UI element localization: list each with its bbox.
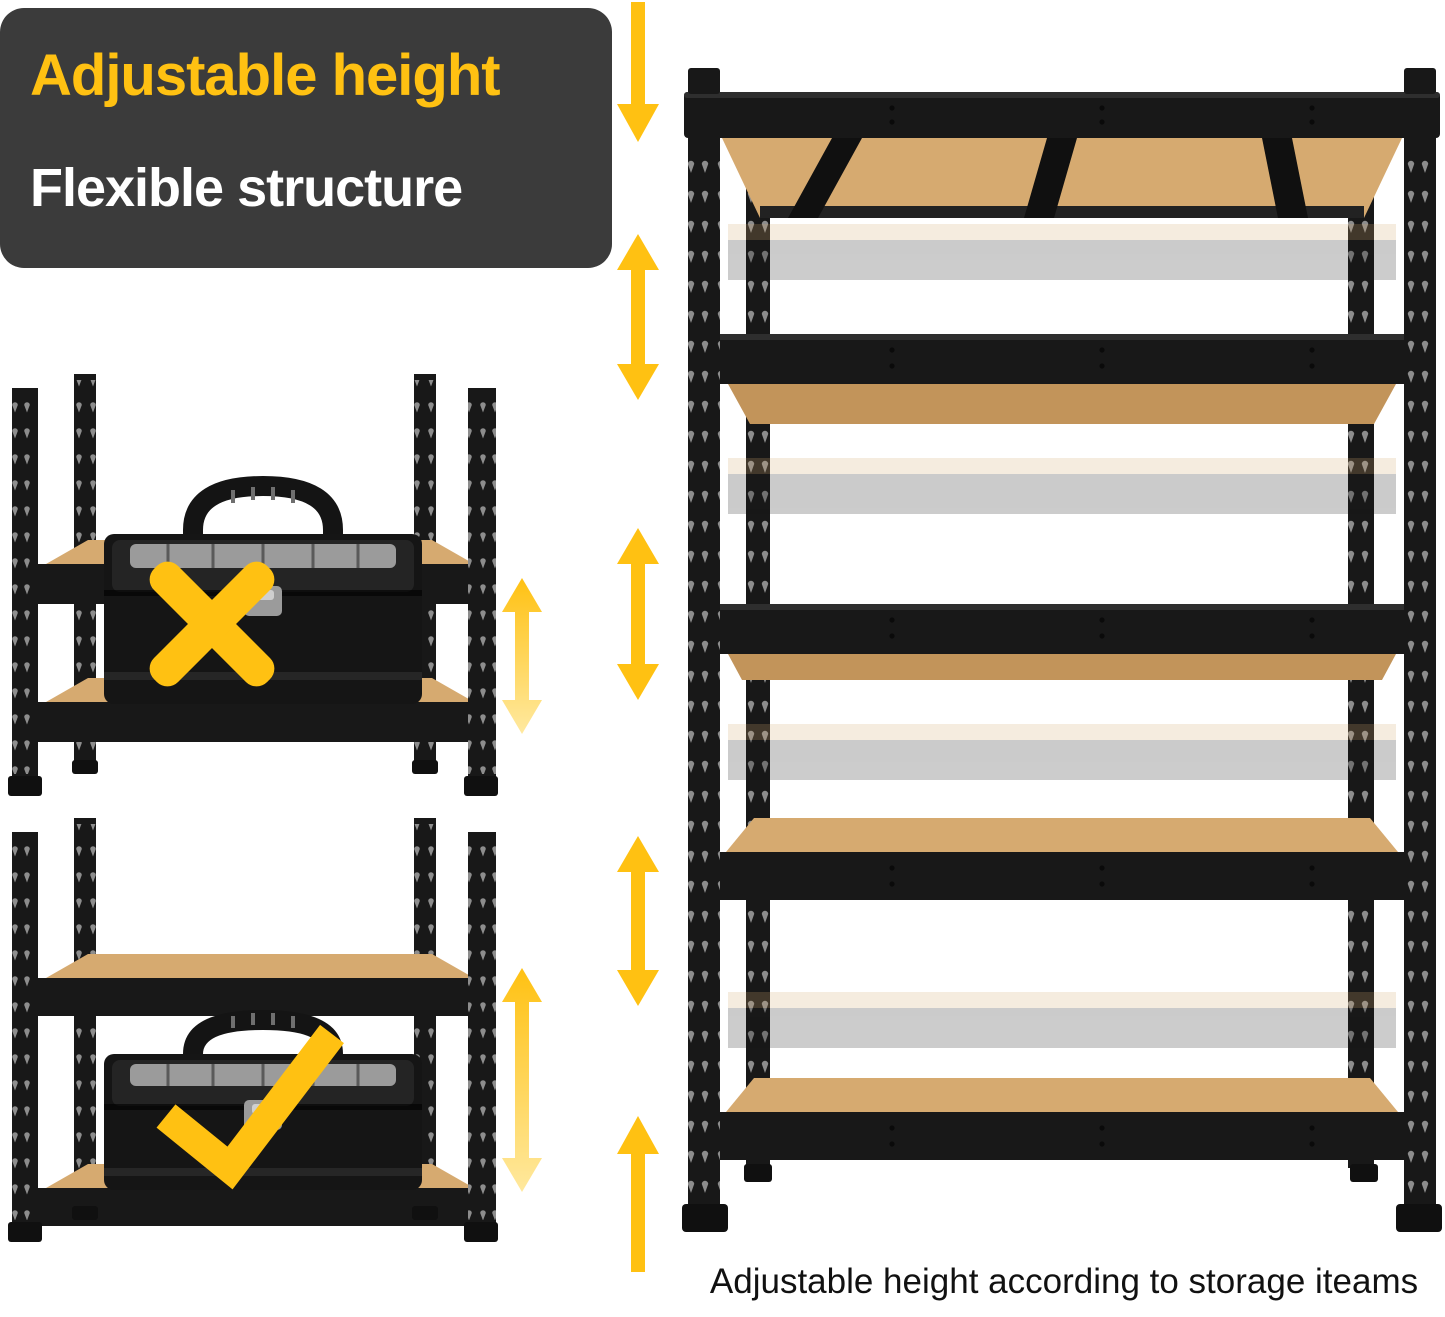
small-shelf-wrong-illustration <box>8 374 542 796</box>
ghost-shelf <box>728 724 1396 780</box>
caption-text: Adjustable height according to storage i… <box>709 1262 1419 1301</box>
gradient-double-arrow-icon <box>502 578 542 734</box>
double-arrow-icon <box>617 528 659 700</box>
arrow-up-icon <box>617 1116 659 1272</box>
banner-subtitle: Flexible structure <box>30 157 463 218</box>
ghost-shelf <box>728 992 1396 1048</box>
top-shelf <box>684 68 1440 218</box>
rivets <box>889 1125 1315 1147</box>
shelf-3 <box>718 604 1406 680</box>
banner-title: Adjustable height <box>30 43 501 108</box>
shelf-4 <box>718 818 1406 900</box>
x-mark-icon <box>149 561 275 687</box>
upper-shelf <box>38 954 482 1016</box>
shelf-5 <box>718 1078 1406 1160</box>
gradient-double-arrow-icon <box>502 968 542 1192</box>
rack-feet <box>8 760 498 796</box>
front-posts <box>12 388 496 778</box>
rack-feet <box>682 1164 1442 1232</box>
double-arrow-icon <box>617 234 659 400</box>
front-posts <box>688 84 1436 1206</box>
ghost-shelf <box>728 458 1396 514</box>
shelf-2 <box>718 334 1406 424</box>
large-shelf-illustration <box>682 68 1442 1232</box>
rivets <box>889 865 1315 887</box>
front-posts <box>12 832 496 1224</box>
rivets <box>889 347 1315 369</box>
rivets <box>889 105 1315 125</box>
arrow-down-icon <box>617 2 659 142</box>
rivets <box>889 617 1315 639</box>
check-mark-icon <box>156 1024 344 1190</box>
feature-banner: Adjustable height Flexible structure <box>0 8 612 268</box>
ghost-shelf <box>728 224 1396 280</box>
small-shelf-correct-illustration <box>8 818 542 1242</box>
double-arrow-icon <box>617 836 659 1006</box>
rack-feet <box>8 1206 498 1242</box>
